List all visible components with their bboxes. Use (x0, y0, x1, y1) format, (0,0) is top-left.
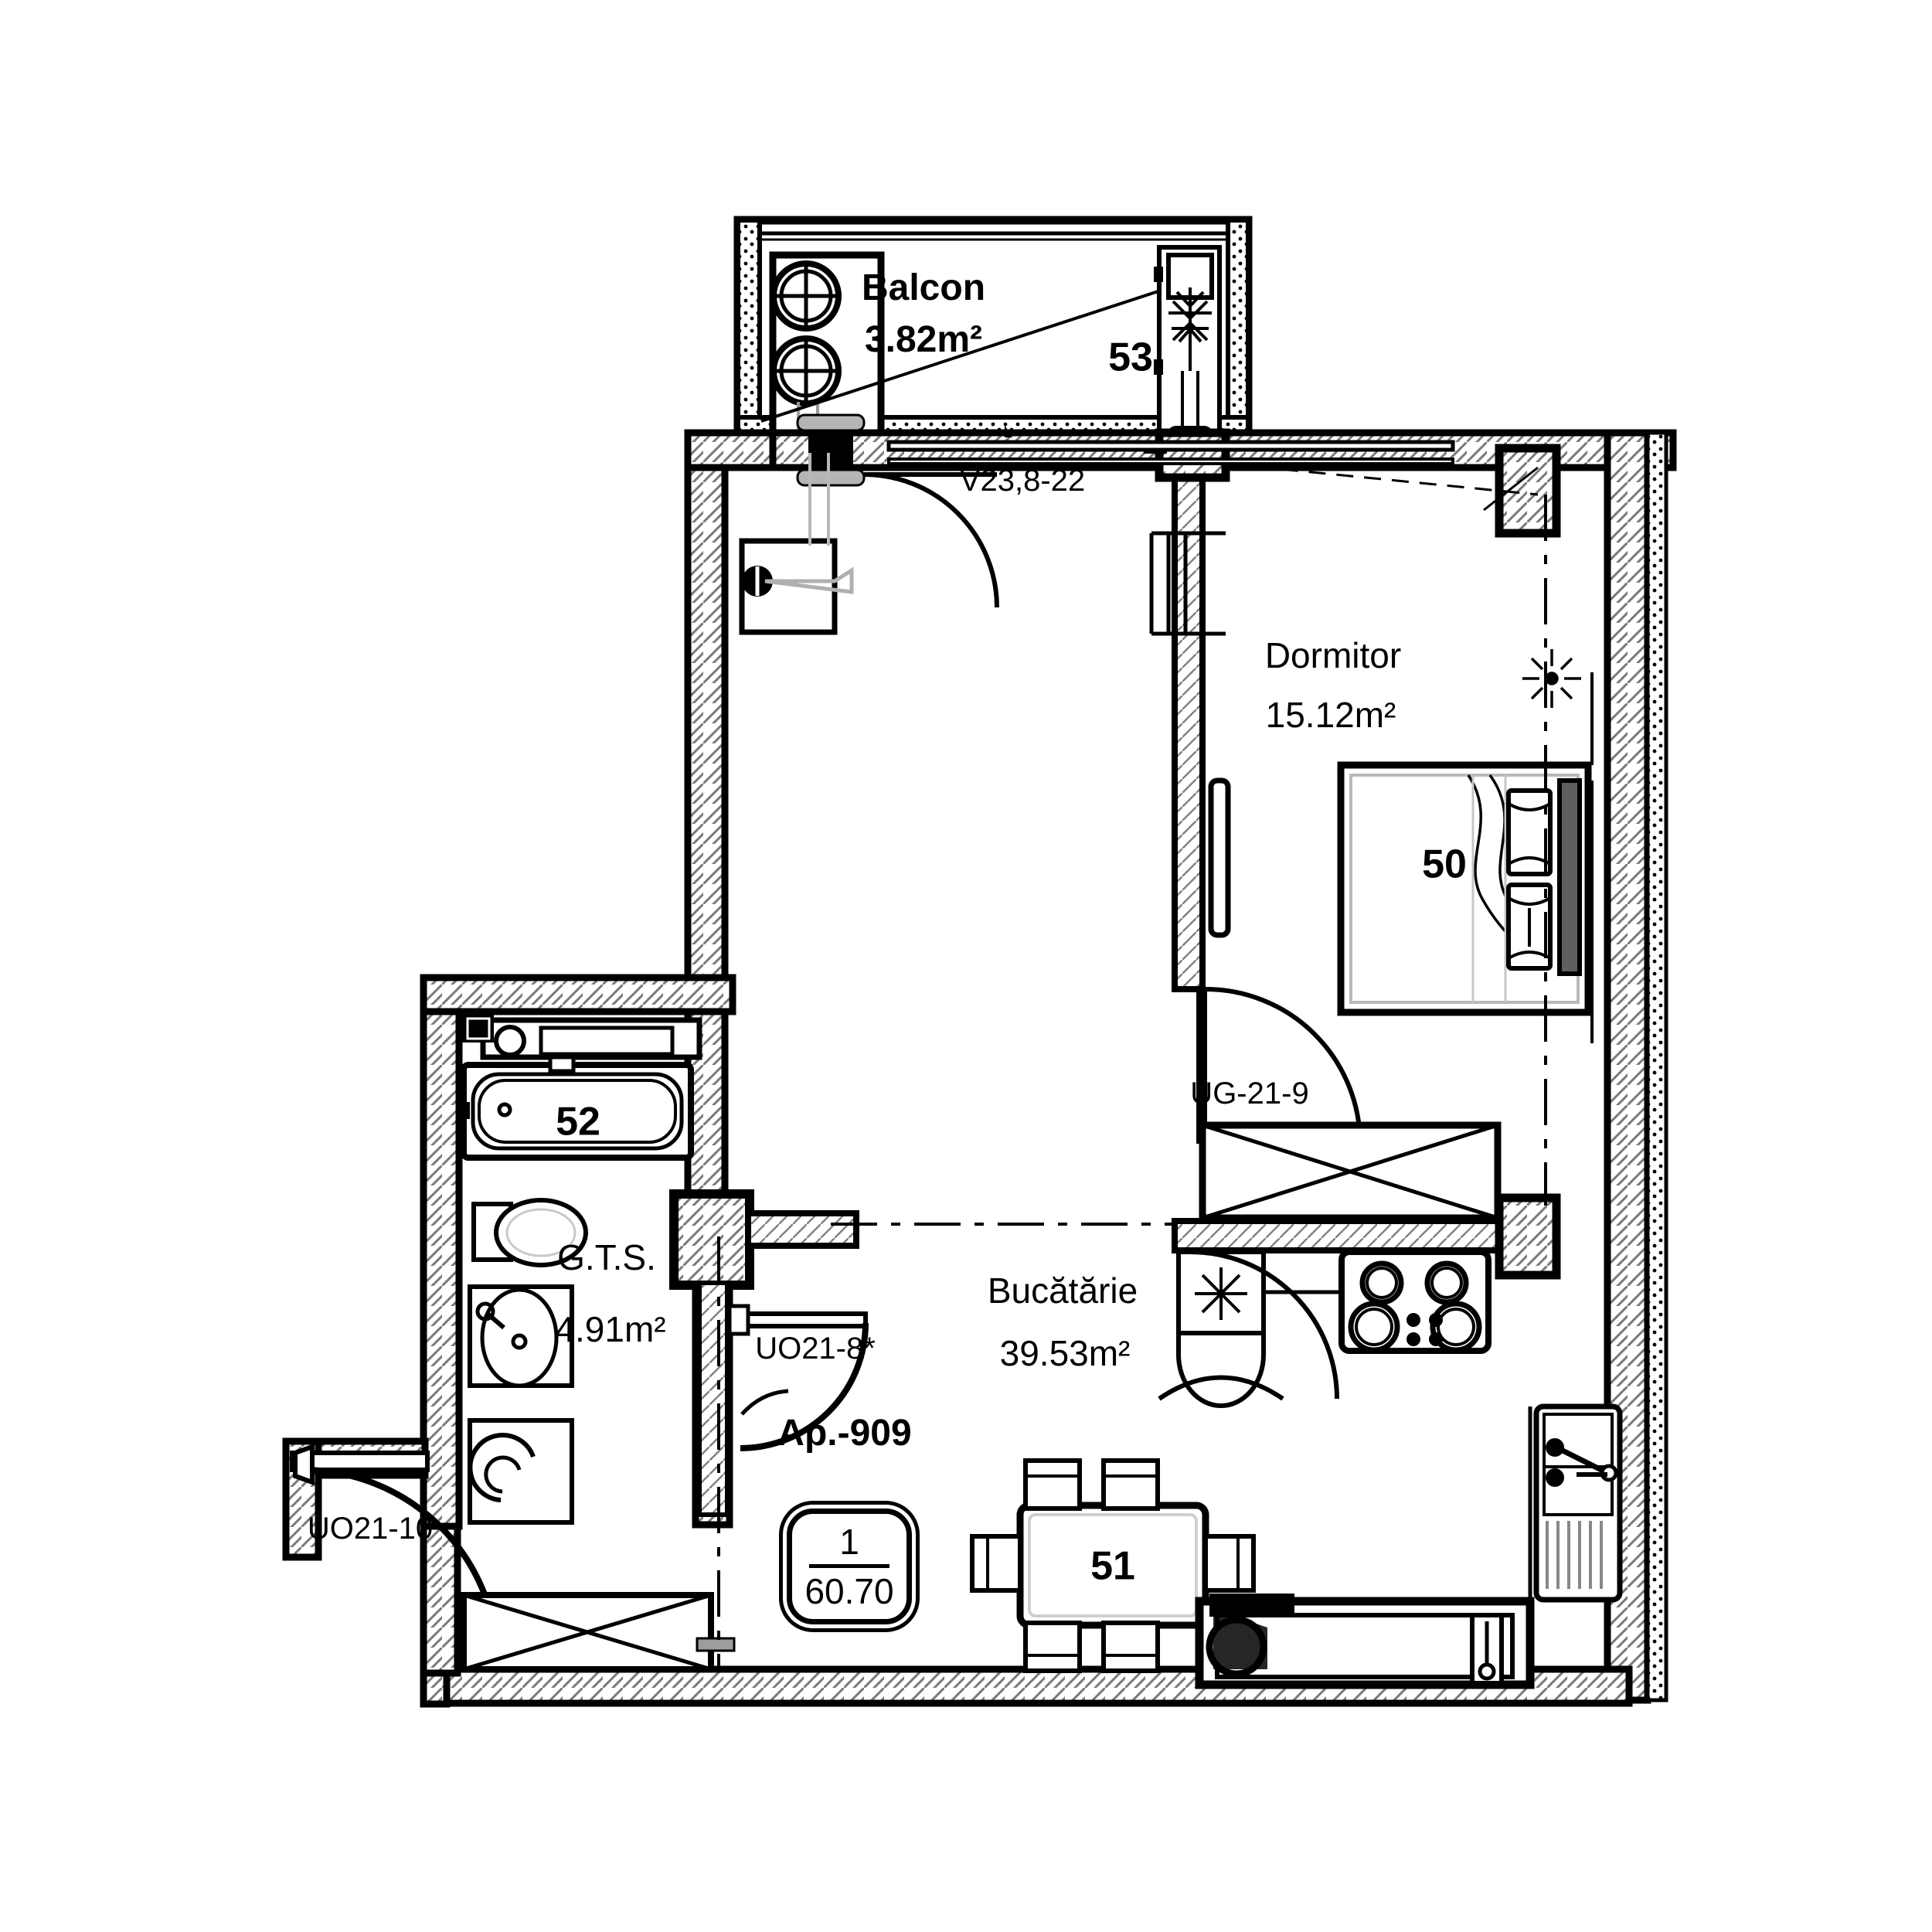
room-marker-53: 53 (1108, 335, 1153, 380)
bedroom-furniture (1149, 462, 1594, 1146)
sofa-bench (1195, 1594, 1535, 1689)
axis-lines (717, 451, 1547, 1669)
room-label-gts-area: 4.91m² (555, 1308, 666, 1349)
kitchen-furniture (970, 1121, 1623, 1689)
room-marker-52: 52 (556, 1099, 600, 1145)
room-label-balcon-name: Balcon (861, 267, 986, 308)
balcony-door-and-window (796, 413, 1455, 608)
opening-code-uo21-10: UO21-10 (307, 1512, 434, 1546)
dining-set (970, 1458, 1256, 1673)
apartment-code-label: Ap.-909 (777, 1412, 912, 1454)
room-marker-50: 50 (1422, 842, 1467, 887)
room-label-bucatarie-name: Bucătărie (987, 1270, 1138, 1311)
badge-divider (809, 1564, 889, 1568)
interior-partitions (669, 428, 1561, 1517)
opening-code-uo21-8: UO21-8* (755, 1332, 876, 1366)
room-label-balcon-area: 3.82m² (864, 318, 983, 360)
badge-total-area: 60.70 (804, 1571, 894, 1611)
room-label-gts-name: G.T.S. (557, 1236, 656, 1277)
bathroom-fixtures (461, 1015, 702, 1525)
opening-code-v23-8-22: V23,8-22 (959, 464, 1086, 498)
bedroom-plant (1522, 649, 1581, 708)
room-label-dormitor-area: 15.12m² (1265, 694, 1396, 735)
room-marker-51: 51 (1090, 1543, 1135, 1589)
room-label-bucatarie-area: 39.53m² (999, 1332, 1131, 1373)
apartment-area-badge: 1 60.70 (787, 1509, 912, 1624)
room-label-dormitor-name: Dormitor (1264, 634, 1402, 675)
badge-type-number: 1 (839, 1522, 859, 1562)
entry-area (290, 1304, 869, 1672)
plan-geometry (282, 216, 1677, 1708)
entry-switchboard (739, 453, 854, 635)
opening-code-ug-21-9: UG-21-9 (1190, 1077, 1309, 1111)
